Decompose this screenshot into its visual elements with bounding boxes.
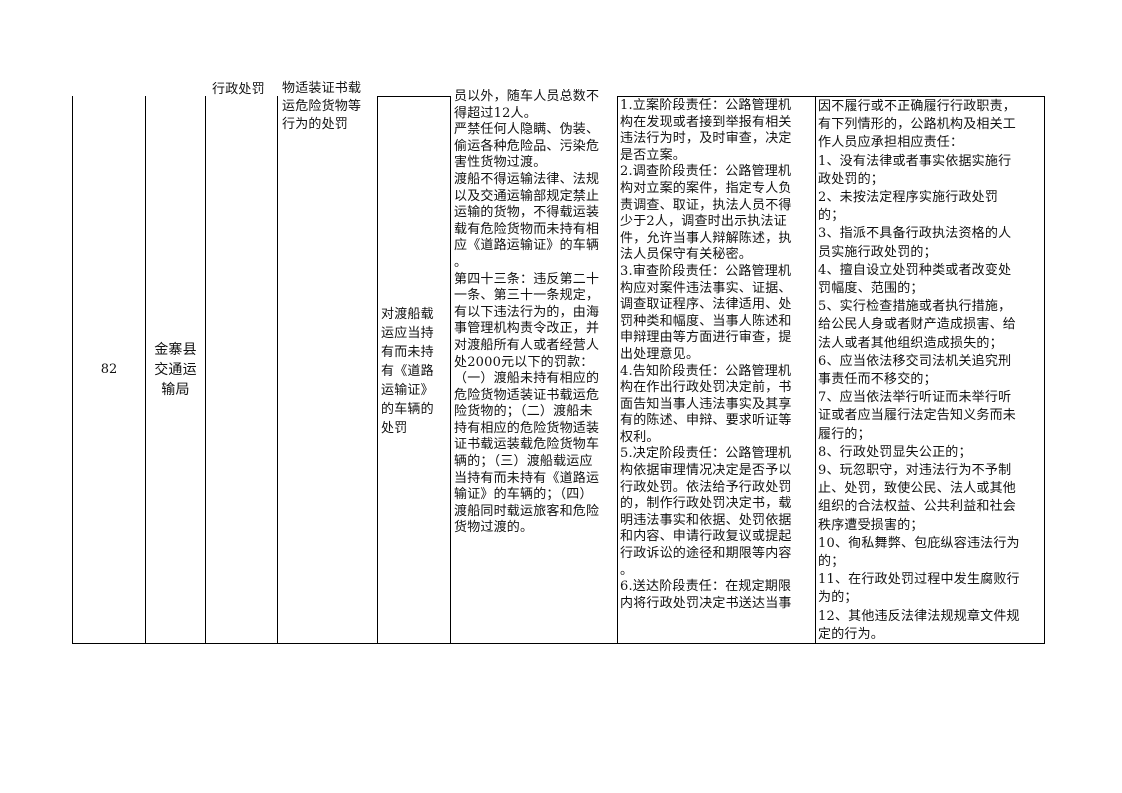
grid-line xyxy=(450,96,451,644)
sub-item-name: 对渡船载 运应当持 有而未持 有《道路 运输证》 的车辆的 处罚 xyxy=(381,307,434,436)
category-fragment: 行政处罚 xyxy=(212,82,265,97)
grid-line xyxy=(145,96,146,644)
grid-line xyxy=(1044,96,1045,644)
grid-line xyxy=(815,96,816,644)
item-name-fragment: 物适装证书载 运危险货物等 行为的处罚 xyxy=(282,81,362,132)
table-bottom-border xyxy=(72,643,1045,644)
grid-line xyxy=(72,96,73,644)
sub-item-top-border xyxy=(377,96,451,97)
department-name: 金寨县 交通运 输局 xyxy=(154,342,197,398)
grid-line xyxy=(377,96,378,644)
accountability-text: 因不履行或不正确履行行政职责， 有下列情形的，公路机构及相关工 作人员应承担相应… xyxy=(818,99,1020,642)
row-index: 82 xyxy=(100,361,118,377)
grid-line xyxy=(277,96,278,644)
legal-basis-text: 员以外，随车人员总数不 得超过12人。 严禁任何人隐瞒、伪装、 偷运各种危险品、… xyxy=(454,89,600,536)
grid-line xyxy=(617,96,618,644)
responsibility-text: 1.立案阶段责任：公路管理机 构在发现或者接到举报有相关 违法行为时，及时审查，… xyxy=(620,98,792,611)
grid-line xyxy=(205,96,206,644)
responsibility-top-border xyxy=(617,96,1045,97)
